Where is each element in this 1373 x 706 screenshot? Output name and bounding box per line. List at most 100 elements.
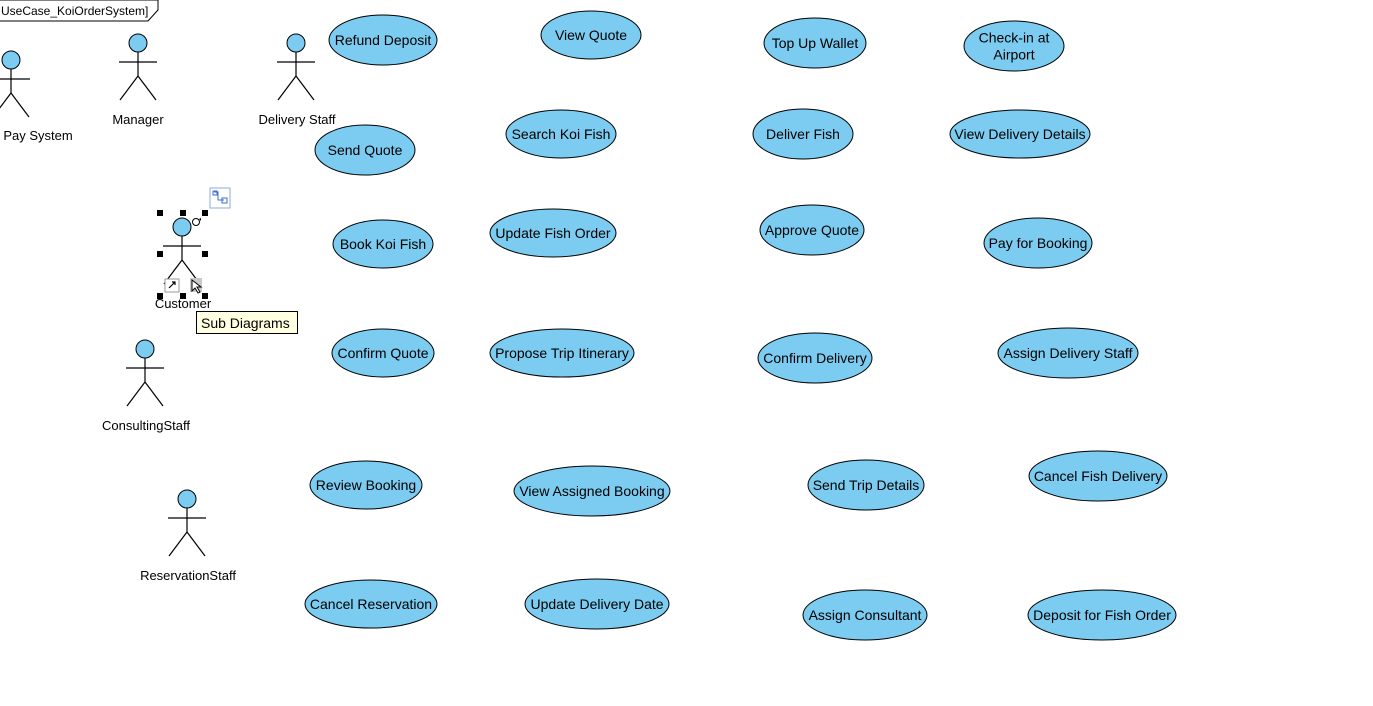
usecase-label: View Assigned Booking bbox=[519, 483, 664, 499]
usecase-book-koi-fish[interactable]: Book Koi Fish bbox=[332, 219, 434, 269]
usecase-send-quote[interactable]: Send Quote bbox=[314, 124, 416, 176]
usecase-ellipse bbox=[489, 328, 635, 378]
selection-handles[interactable] bbox=[157, 210, 208, 299]
actor-figure-icon bbox=[119, 52, 157, 101]
usecase-ellipse bbox=[489, 208, 617, 258]
cursor-icon bbox=[190, 278, 203, 294]
diagram-frame-label: UseCase_KoiOrderSystem] bbox=[1, 4, 148, 18]
usecase-view-assigned-booking[interactable]: View Assigned Booking bbox=[513, 465, 671, 517]
usecase-ellipse bbox=[752, 108, 854, 160]
usecase-ellipse bbox=[513, 465, 671, 517]
usecase-ellipse bbox=[807, 459, 925, 511]
usecase-review-booking[interactable]: Review Booking bbox=[309, 460, 423, 510]
usecase-label: Check-in at bbox=[979, 30, 1050, 46]
usecase-update-fish-order[interactable]: Update Fish Order bbox=[489, 208, 617, 258]
usecase-top-up-wallet[interactable]: Top Up Wallet bbox=[763, 17, 867, 69]
usecase-label: Cancel Fish Delivery bbox=[1034, 468, 1162, 484]
usecase-ellipse bbox=[757, 332, 873, 384]
usecase-label: Update Fish Order bbox=[495, 225, 610, 241]
usecase-label: Cancel Reservation bbox=[310, 596, 432, 612]
usecase-approve-quote[interactable]: Approve Quote bbox=[759, 204, 865, 256]
usecase-cancel-reservation[interactable]: Cancel Reservation bbox=[304, 579, 438, 629]
actor-head-icon bbox=[172, 217, 192, 237]
actor-customer[interactable]: Customer bbox=[155, 217, 212, 311]
diagram-frame-tab[interactable]: UseCase_KoiOrderSystem] bbox=[0, 0, 159, 22]
actor-figure-icon bbox=[126, 358, 164, 407]
actor-reservationstaff[interactable]: ReservationStaff bbox=[140, 489, 236, 583]
usecase-ellipse bbox=[983, 217, 1093, 269]
actor-paysystem[interactable]: Pay System bbox=[0, 50, 73, 143]
usecase-ellipse bbox=[332, 219, 434, 269]
usecase-label: Send Quote bbox=[328, 142, 403, 158]
usecase-search-koi-fish[interactable]: Search Koi Fish bbox=[505, 109, 617, 159]
usecase-view-delivery-details[interactable]: View Delivery Details bbox=[949, 109, 1091, 159]
actors-layer: Pay System Manager Delivery StaffCustomerC… bbox=[0, 33, 336, 583]
actor-head-icon bbox=[177, 489, 197, 509]
usecase-label: Review Booking bbox=[316, 477, 416, 493]
usecase-deliver-fish[interactable]: Deliver Fish bbox=[752, 108, 854, 160]
usecase-ellipse bbox=[505, 109, 617, 159]
usecase-ellipse bbox=[540, 10, 642, 60]
usecase-label: Assign Consultant bbox=[809, 607, 922, 623]
usecase-send-trip-details[interactable]: Send Trip Details bbox=[807, 459, 925, 511]
usecase-ellipse bbox=[331, 328, 435, 378]
usecase-label: Assign Delivery Staff bbox=[1004, 345, 1133, 361]
sub-diagrams-tooltip: Sub Diagrams bbox=[196, 311, 298, 334]
usecase-label: Deliver Fish bbox=[766, 126, 840, 142]
actor-head-icon bbox=[1, 50, 21, 70]
usecase-assign-consultant[interactable]: Assign Consultant bbox=[802, 589, 928, 641]
usecase-update-delivery-date[interactable]: Update Delivery Date bbox=[524, 578, 670, 630]
usecase-label: Top Up Wallet bbox=[772, 35, 859, 51]
usecase-ellipse bbox=[997, 327, 1139, 379]
usecase-refund-deposit[interactable]: Refund Deposit bbox=[328, 14, 438, 66]
actor-head-icon bbox=[286, 33, 306, 53]
actor-manager[interactable]: Manager bbox=[112, 33, 164, 127]
usecase-ellipse bbox=[304, 579, 438, 629]
usecase-ellipse bbox=[1027, 589, 1177, 641]
sub-diagram-icon[interactable] bbox=[209, 187, 231, 209]
actor-figure-icon bbox=[277, 52, 315, 101]
actor-label: Manager bbox=[112, 112, 164, 127]
tooltip-label: Sub Diagrams bbox=[201, 315, 290, 331]
usecase-label: View Delivery Details bbox=[954, 126, 1085, 142]
usecase-label: Airport bbox=[993, 47, 1034, 63]
actor-figure-icon bbox=[163, 236, 201, 285]
actor-head-icon bbox=[135, 339, 155, 359]
usecase-ellipse bbox=[963, 20, 1065, 72]
actor-head-icon bbox=[128, 33, 148, 53]
usecase-propose-trip-itinerary[interactable]: Propose Trip Itinerary bbox=[489, 328, 635, 378]
usecase-view-quote[interactable]: View Quote bbox=[540, 10, 642, 60]
actor-label: Pay System bbox=[3, 128, 72, 143]
usecase-label: Update Delivery Date bbox=[530, 596, 663, 612]
actor-deliverystaff[interactable]: Delivery Staff bbox=[258, 33, 336, 127]
actor-label: Customer bbox=[155, 296, 212, 311]
usecase-label: Confirm Quote bbox=[337, 345, 428, 361]
usecase-ellipse bbox=[524, 578, 670, 630]
connector-resource-icon[interactable] bbox=[164, 278, 180, 293]
rotate-handle-icon[interactable] bbox=[192, 218, 202, 226]
usecase-confirm-delivery[interactable]: Confirm Delivery bbox=[757, 332, 873, 384]
usecase-label: Propose Trip Itinerary bbox=[495, 345, 629, 361]
usecase-label: Book Koi Fish bbox=[340, 236, 426, 252]
usecase-assign-delivery-staff[interactable]: Assign Delivery Staff bbox=[997, 327, 1139, 379]
usecase-ellipse bbox=[763, 17, 867, 69]
usecase-ellipse bbox=[1028, 450, 1168, 502]
usecase-deposit-for-fish-order[interactable]: Deposit for Fish Order bbox=[1027, 589, 1177, 641]
usecase-ellipse bbox=[802, 589, 928, 641]
usecase-ellipse bbox=[314, 124, 416, 176]
usecase-label: Approve Quote bbox=[765, 222, 859, 238]
actor-label: Delivery Staff bbox=[258, 112, 335, 127]
usecase-label: Confirm Delivery bbox=[763, 350, 866, 366]
usecase-label: Search Koi Fish bbox=[512, 126, 611, 142]
usecase-label: Send Trip Details bbox=[813, 477, 920, 493]
usecase-ellipse bbox=[309, 460, 423, 510]
usecase-pay-for-booking[interactable]: Pay for Booking bbox=[983, 217, 1093, 269]
usecase-confirm-quote[interactable]: Confirm Quote bbox=[331, 328, 435, 378]
actor-consultingstaff[interactable]: ConsultingStaff bbox=[102, 339, 190, 433]
usecase-cancel-fish-delivery[interactable]: Cancel Fish Delivery bbox=[1028, 450, 1168, 502]
usecase-label: View Quote bbox=[555, 27, 627, 43]
usecase-label: Pay for Booking bbox=[989, 235, 1088, 251]
